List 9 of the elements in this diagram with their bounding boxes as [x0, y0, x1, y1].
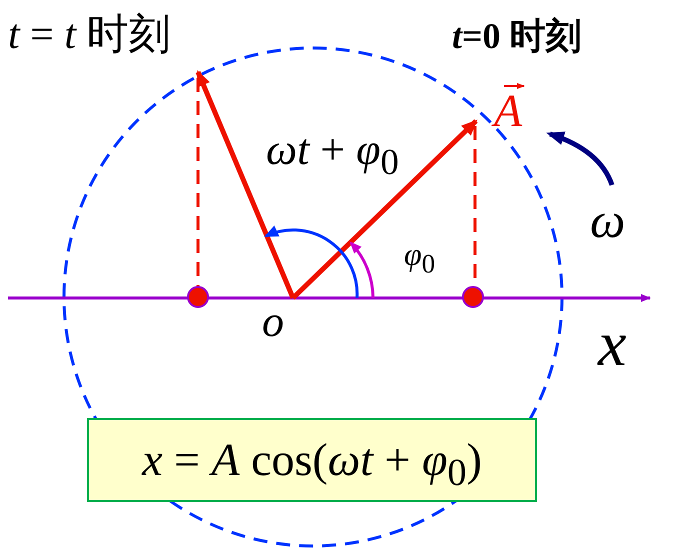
time-label: t = t 时刻 — [8, 14, 171, 56]
formula-box: x = A cos(ωt + φ$_{0}$) — [87, 418, 537, 502]
origin-label: o — [262, 300, 284, 344]
angle-label: ωt + φ$_{0}$ — [266, 128, 399, 180]
angular-velocity-label: ω — [590, 195, 626, 245]
vector-label: A — [494, 88, 522, 134]
angle-label: φ$_{0}$ — [404, 238, 436, 278]
axis-label: x — [598, 312, 626, 376]
time-label: t=0 时刻 — [452, 18, 582, 54]
